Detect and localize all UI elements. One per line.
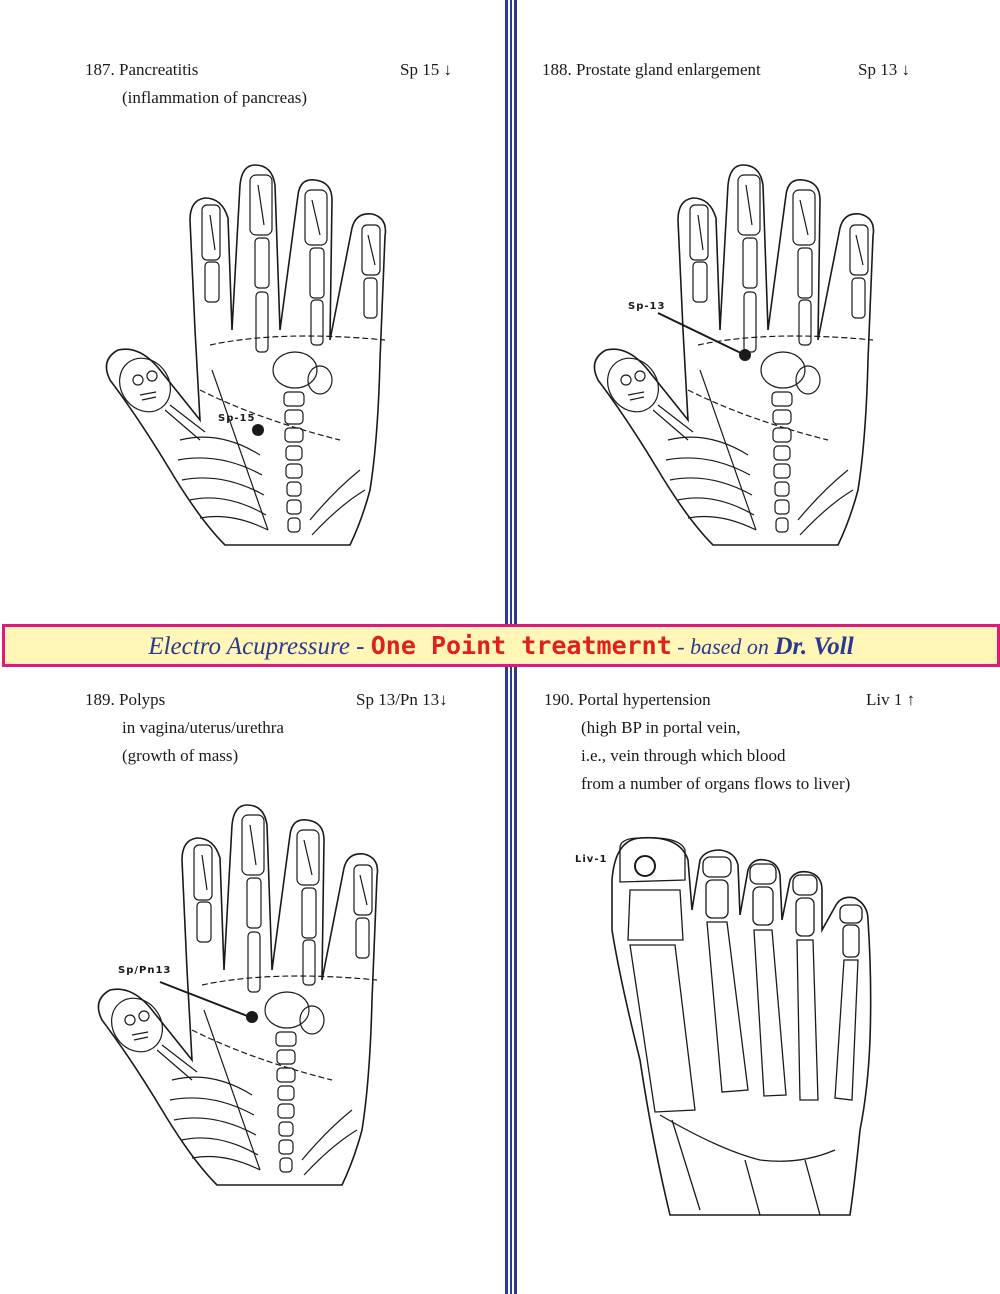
banner-text-based-on: - based on: [671, 634, 775, 659]
hand-figure-189: Sp/Pn13: [97, 804, 379, 1186]
treatment-point: Sp 13 ↓: [858, 60, 910, 79]
acupoint-label: Liv-1: [575, 854, 607, 865]
description-line: i.e., vein through which blood: [581, 746, 786, 765]
section-title: 190. Portal hypertension: [544, 690, 711, 709]
hand-figure-187: Sp-15: [105, 164, 387, 546]
banner-text-dr-voll: Dr. Voll: [774, 633, 854, 660]
section-title: 188. Prostate gland enlargement: [542, 60, 761, 79]
acupoint-label: Sp-15: [218, 413, 255, 424]
acupoint-marker: [246, 1011, 258, 1023]
description-line: (growth of mass): [122, 746, 239, 765]
acupoint-label: Sp/Pn13: [118, 965, 171, 976]
title-banner: Electro Acupressure - One Point treatmer…: [2, 624, 1000, 667]
hand-figure-188: Sp-13: [593, 164, 875, 546]
banner-text-electro: Electro Acupressure -: [148, 633, 371, 660]
description-line: (high BP in portal vein,: [581, 718, 741, 737]
description-line: in vagina/uterus/urethra: [122, 718, 284, 737]
acupoint-label: Sp-13: [628, 301, 665, 312]
description-line: (inflammation of pancreas): [122, 88, 308, 107]
treatment-point: Sp 15 ↓: [400, 60, 452, 79]
section-title: 189. Polyps: [85, 690, 166, 709]
acupoint-marker: [739, 349, 751, 361]
section-title: 187. Pancreatitis: [85, 60, 199, 79]
acupoint-marker: [252, 424, 264, 436]
description-line: from a number of organs flows to liver): [581, 774, 851, 793]
banner-text-one-point: One Point treatmernt: [370, 631, 672, 660]
treatment-point: Liv 1 ↑: [866, 690, 916, 709]
treatment-point: Sp 13/Pn 13↓: [356, 690, 448, 709]
acupoint-marker: [634, 855, 656, 877]
